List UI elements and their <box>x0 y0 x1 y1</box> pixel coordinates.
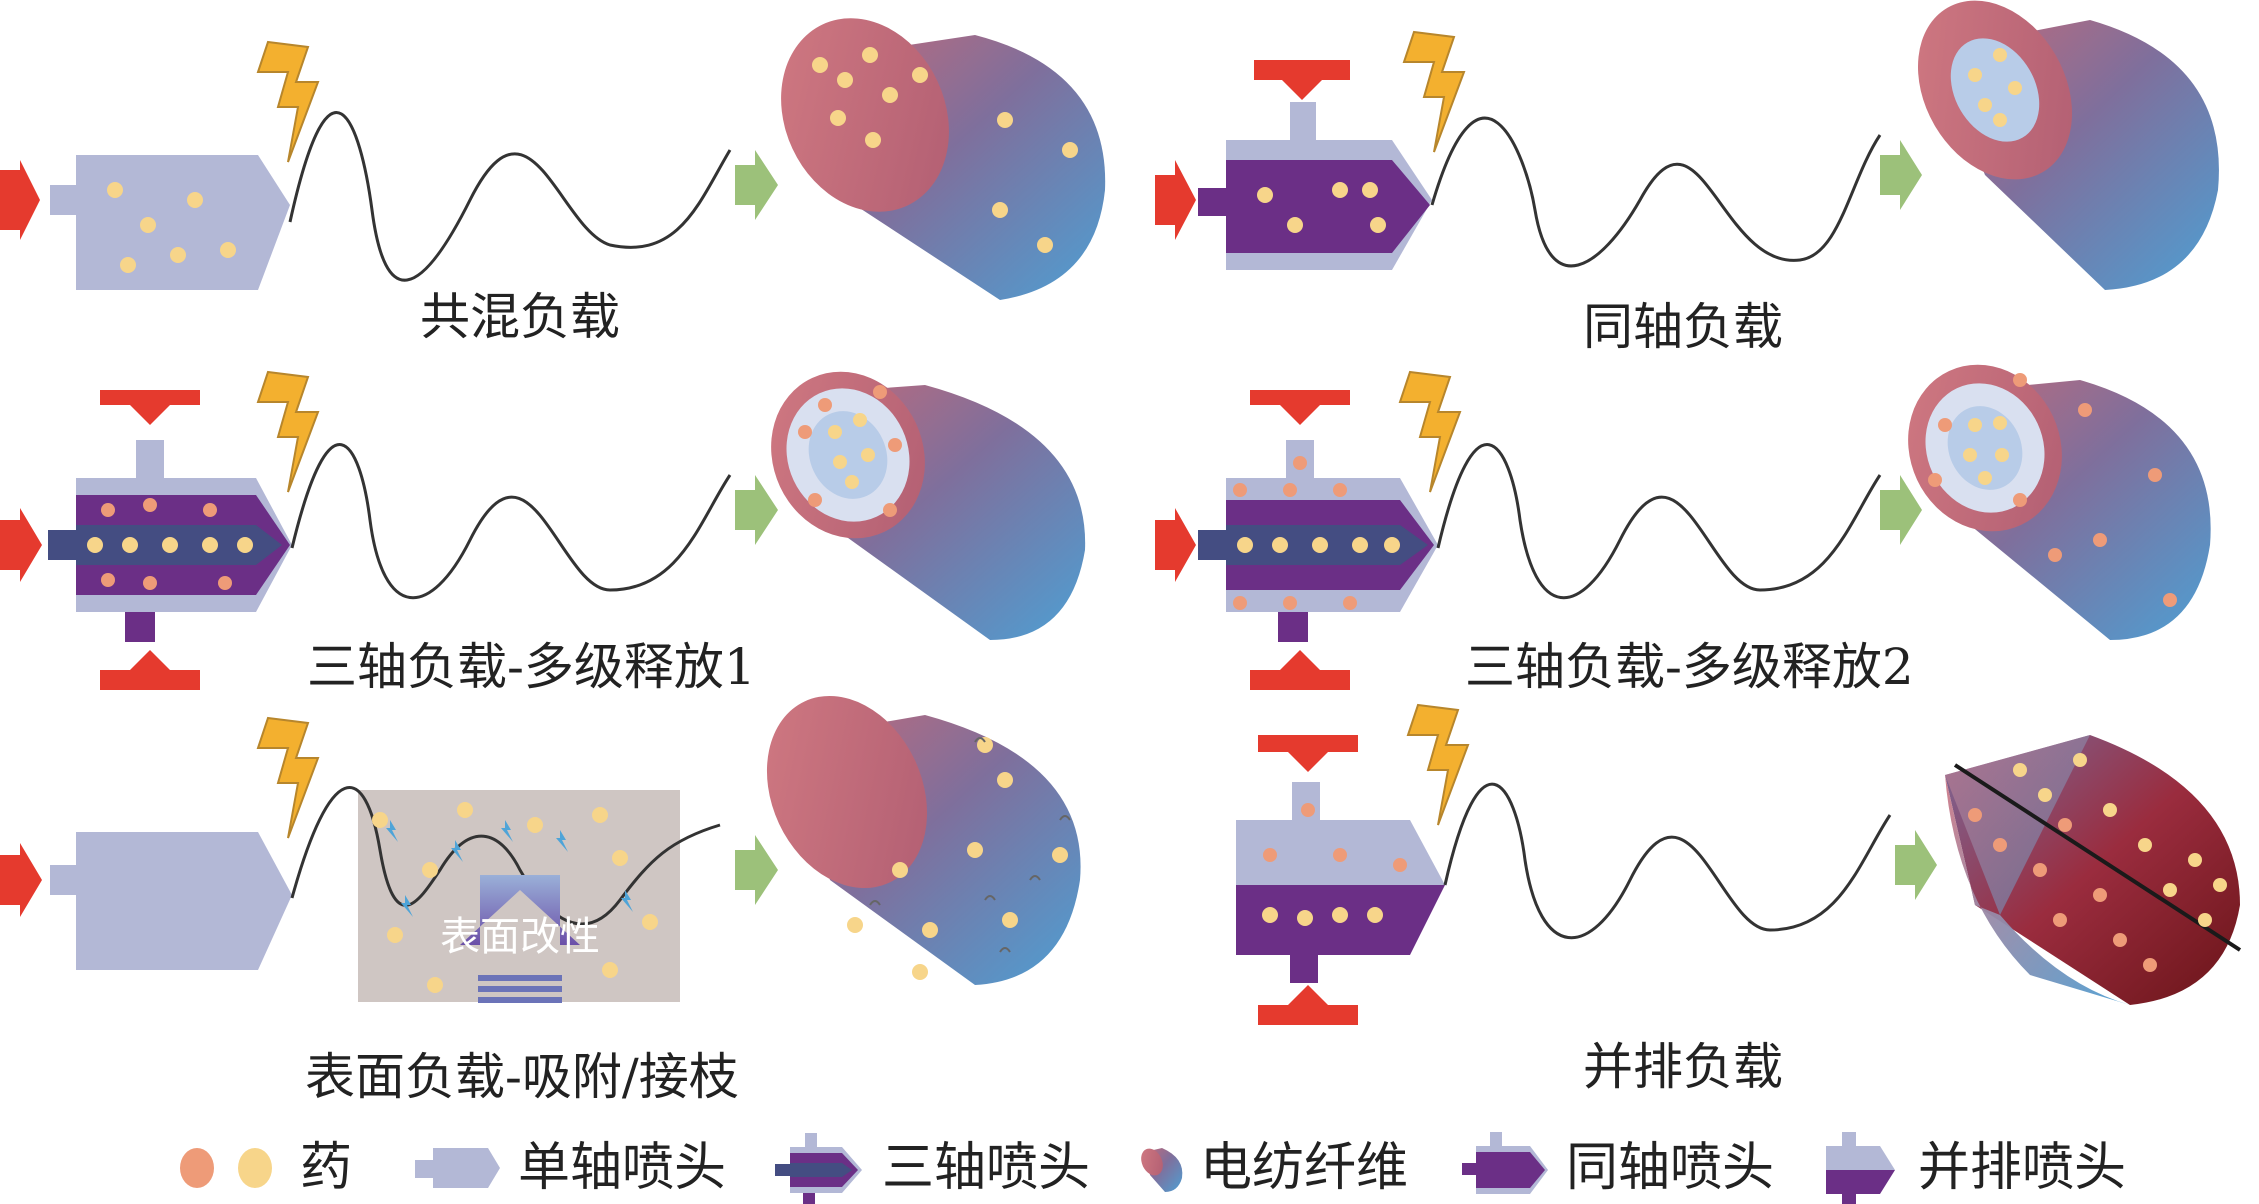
high-voltage-icon <box>1407 704 1469 826</box>
legend-fiber-icon <box>1141 1148 1183 1192</box>
jet-whip <box>1443 782 1892 939</box>
legend-triaxial-label: 三轴喷头 <box>882 1138 1090 1198</box>
jet-whip <box>1430 116 1882 268</box>
feed-arrow <box>1155 160 1196 240</box>
jet-whip <box>290 443 732 599</box>
bottom-feed-arrow <box>100 650 200 690</box>
jet-whip <box>290 786 721 926</box>
surface-modification-box <box>358 790 680 1002</box>
drug-dots <box>1262 803 1407 926</box>
drug-dots <box>87 498 253 590</box>
drug-dots <box>1257 182 1386 233</box>
fiber-icon <box>771 371 1086 640</box>
triaxial-core-inlet <box>48 530 76 560</box>
legend-sidebyside-nozzle-icon <box>1826 1132 1895 1204</box>
triaxial-core <box>76 525 282 565</box>
jet-whip <box>288 111 732 282</box>
label-triaxial2: 三轴负载-多级释放2 <box>1465 638 1914 696</box>
top-feed-arrow <box>1250 390 1350 425</box>
panel-surface: 表面改性 <box>0 695 1081 1003</box>
high-voltage-icon <box>257 41 319 163</box>
coaxial-core-inlet <box>1198 188 1226 216</box>
surface-box-label: 表面改性 <box>440 914 600 960</box>
legend-drug-icon <box>180 1148 272 1188</box>
panel-blend <box>0 18 1106 300</box>
output-arrow <box>735 835 778 905</box>
feed-arrow <box>0 160 40 240</box>
fiber-icon <box>1917 0 2219 290</box>
panel-triaxial2 <box>1155 364 2211 690</box>
legend-sidebyside-label: 并排喷头 <box>1918 1138 2126 1198</box>
top-feed-arrow <box>1254 60 1350 100</box>
triaxial-bottom-inlet <box>125 612 155 642</box>
high-voltage-icon <box>257 717 319 839</box>
top-feed-arrow <box>100 390 200 425</box>
bottom-feed-arrow <box>1258 985 1358 1025</box>
grafting-sparks <box>386 820 633 917</box>
legend-coaxial-label: 同轴喷头 <box>1566 1138 1774 1198</box>
drug-dots <box>1233 456 1400 610</box>
coaxial-top-inlet <box>1290 102 1316 142</box>
single-nozzle-body <box>76 832 292 970</box>
triaxial-core-inlet <box>1198 530 1226 560</box>
feed-arrow <box>0 843 42 917</box>
single-nozzle-body <box>76 155 290 290</box>
triaxial-top-inlet <box>136 440 164 478</box>
legend-single-label: 单轴喷头 <box>518 1138 726 1198</box>
panel-coaxial <box>1155 0 2219 290</box>
legend: 药 单轴喷头 三轴喷头 电纺纤维 同轴喷头 <box>180 1132 2126 1204</box>
legend-coaxial-nozzle-icon <box>1462 1132 1548 1194</box>
drug-dots <box>107 182 236 273</box>
output-arrow <box>1880 140 1922 210</box>
fiber-icon <box>766 695 1081 985</box>
feed-arrow <box>0 508 42 582</box>
panel-triaxial1 <box>0 371 1086 690</box>
label-triaxial1: 三轴负载-多级释放1 <box>307 638 756 696</box>
single-nozzle-inlet <box>50 185 78 215</box>
high-voltage-icon <box>257 371 319 493</box>
output-arrow <box>735 150 778 220</box>
fiber-icon <box>781 18 1106 300</box>
label-surface: 表面负载-吸附/接枝 <box>305 1048 739 1106</box>
single-nozzle-inlet <box>50 865 78 895</box>
legend-fiber-label: 电纺纤维 <box>1200 1138 1408 1198</box>
legend-drug-label: 药 <box>300 1138 352 1198</box>
jet-whip <box>1436 443 1882 599</box>
modification-arrow <box>430 875 610 945</box>
high-voltage-icon <box>1399 371 1461 493</box>
output-arrow <box>735 475 778 545</box>
modification-arrow-base <box>478 975 562 1003</box>
legend-single-nozzle-icon <box>415 1148 500 1188</box>
label-coaxial: 同轴负载 <box>1583 298 1783 356</box>
label-blend: 共混负载 <box>420 288 620 346</box>
output-arrow <box>1880 475 1922 545</box>
feed-arrow <box>1155 508 1196 582</box>
coaxial-inner <box>1226 160 1430 253</box>
panel-sidebyside <box>1236 704 2242 1025</box>
sidebyside-bottom-inlet <box>1290 955 1318 983</box>
label-sidebyside: 并排负载 <box>1583 1038 1783 1096</box>
fiber-icon <box>1908 364 2211 640</box>
output-arrow <box>1895 830 1937 900</box>
top-feed-arrow <box>1258 735 1358 772</box>
bottom-feed-arrow <box>1250 650 1350 690</box>
fiber-icon <box>1945 735 2242 1005</box>
triaxial-bottom-inlet <box>1278 612 1308 642</box>
high-voltage-icon <box>1403 31 1465 153</box>
legend-triaxial-nozzle-icon <box>775 1133 862 1204</box>
